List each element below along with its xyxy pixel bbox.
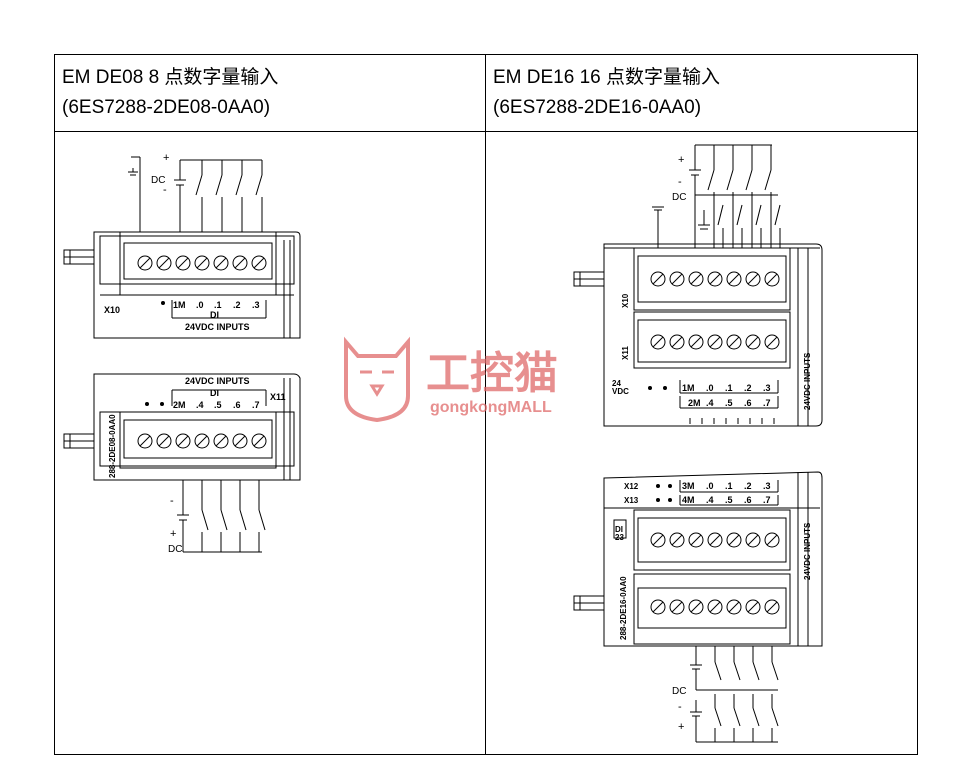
terminal-label-4: .4 [706,495,714,505]
screw-terminals [137,433,267,449]
supply-plus-label: + [678,721,684,733]
terminal-label-6: .6 [744,495,752,505]
lower-module [573,471,823,647]
supply-dc-label: DC [168,544,182,555]
supply-minus-label: - [163,184,167,196]
terminal-label-7: .7 [763,398,771,408]
inputs-header-label: 24VDC INPUTS [185,376,250,386]
terminal-label-3: .3 [763,383,771,393]
inputs-footer-label: 24VDC INPUTS [185,322,250,332]
watermark-sub: gongkongMALL [430,399,552,416]
terminal-label-5: .5 [214,400,222,410]
supply-minus-label: - [678,701,682,713]
ground-icon [128,156,141,232]
inputs-side-label: 24VDC INPUTS [803,352,812,410]
terminal-label-2m: 2M [688,398,701,408]
terminal-label-1: .1 [725,481,733,491]
supply-dc-label: DC [151,175,165,186]
terminal-label-1: .1 [214,300,222,310]
terminal-label-2: .2 [744,383,752,393]
terminal-label-1m: 1M [682,383,695,393]
supply-minus-label: - [170,495,174,507]
panel-order-number: (6ES7288-2DE08-0AA0) [62,97,271,118]
terminal-label-0: .0 [196,300,204,310]
terminal-label-4: .4 [196,400,204,410]
cat-logo-icon [344,336,410,423]
supply-plus-label: + [163,152,169,164]
em-de08-diagram [63,156,301,553]
terminal-label-1: .1 [725,383,733,393]
connector-label-x12: X12 [624,482,639,491]
panel-title: EM DE16 16 点数字量输入 [493,67,720,88]
connector-label-x10: X10 [104,305,120,315]
connector-label-x10: X10 [621,293,630,308]
switches-bottom [690,646,779,743]
watermark: 工控猫 gongkongMALL [344,336,558,423]
supply-plus-label: + [678,154,684,166]
em-de16-diagram [573,144,823,743]
supply-dc-label: DC [672,192,686,203]
connector-label-x11: X11 [270,392,286,402]
connector-label-x13: X13 [624,496,639,505]
screw-terminals [650,532,780,615]
order-number-side-label: 288-2DE08-0AA0 [108,414,117,478]
terminal-label-2: .2 [233,300,241,310]
terminal-label-7: .7 [763,495,771,505]
terminal-label-4m: 4M [682,495,695,505]
screw-terminals [137,255,267,271]
terminal-block-x11 [63,373,301,481]
order-number-side-label: 288-2DE16-0AA0 [619,576,628,640]
terminal-label-1m: 1M [173,300,186,310]
switches-top [652,144,781,248]
inputs-side-label: 24VDC INPUTS [803,522,812,580]
switches-bottom [177,480,266,553]
terminal-label-3: .3 [252,300,260,310]
panel-title: EM DE08 8 点数字量输入 [62,67,279,88]
supply-minus-label: - [678,176,682,188]
terminal-label-2m: 2M [173,400,186,410]
di-group-label: DI [210,310,219,320]
terminal-label-2: .2 [744,481,752,491]
panel-order-number: (6ES7288-2DE16-0AA0) [493,97,702,118]
dc-supply-top [174,160,186,232]
supply-plus-label: + [170,528,176,540]
terminal-label-5: .5 [725,495,733,505]
terminal-label-3m: 3M [682,481,695,491]
terminal-label-7: .7 [252,400,260,410]
watermark-brand: 工控猫 [426,349,558,398]
terminal-label-5: .5 [725,398,733,408]
terminal-label-0: .0 [706,481,714,491]
terminal-label-6: .6 [233,400,241,410]
panel-header-em-de16: EM DE16 16 点数字量输入 (6ES7288-2DE16-0AA0) [493,66,720,120]
ground-dot [161,301,165,305]
terminal-block-x10 [63,231,301,339]
terminal-label-3: .3 [763,481,771,491]
supply-dc-label: DC [672,686,686,697]
switches-top [180,159,263,232]
screw-terminals [650,271,780,350]
table-grid [54,54,918,755]
connector-label-x11: X11 [621,346,630,360]
panel-header-em-de08: EM DE08 8 点数字量输入 (6ES7288-2DE08-0AA0) [62,66,278,120]
terminal-label-6: .6 [744,398,752,408]
terminal-label-4: .4 [706,398,714,408]
em-de08-labels: + DC - X10 1M .0 .1 .2 .3 DI 24VDC INPUT… [104,152,286,555]
terminal-label-0: .0 [706,383,714,393]
di-group-label: DI [210,388,219,398]
upper-module [573,243,823,427]
